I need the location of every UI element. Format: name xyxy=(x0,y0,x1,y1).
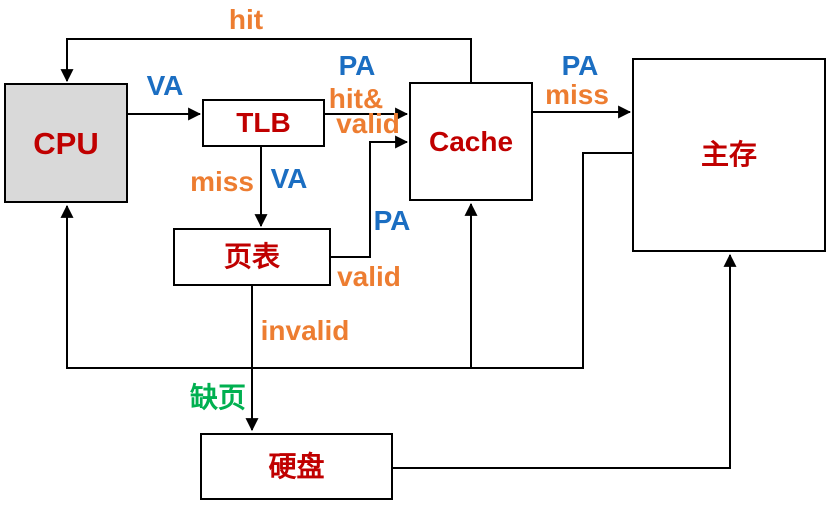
edge-label-pa-cache-mainmemory: PA xyxy=(561,50,599,81)
edge-label-valid-tlb: valid xyxy=(336,108,400,139)
edge-label-invalid: invalid xyxy=(260,315,350,346)
edge-pagetable-to-cache-pa xyxy=(331,135,409,258)
node-main-memory-label: 主存 xyxy=(700,139,757,170)
edge-mainmemory-return-to-cpu xyxy=(60,152,632,369)
node-cpu: CPU xyxy=(4,83,128,203)
edge-label-hit-and: hit& xyxy=(328,83,384,114)
edge-label-pa-pagetable-cache: PA xyxy=(373,205,411,236)
edge-label-va-tlb-pagetable: VA xyxy=(270,163,308,194)
node-disk-label: 硬盘 xyxy=(268,450,325,482)
node-page-table-label: 页表 xyxy=(223,241,280,272)
node-page-table: 页表 xyxy=(173,228,331,286)
edge-label-hit: hit xyxy=(228,4,264,35)
node-cache: Cache xyxy=(409,82,533,201)
edge-label-pa-tlb: PA xyxy=(338,50,376,81)
edge-label-va-cpu-tlb: VA xyxy=(146,70,184,101)
edge-label-miss-tlb: miss xyxy=(190,166,254,197)
edge-disk-to-mainmemory xyxy=(393,253,737,469)
edge-cache-to-cpu-hit xyxy=(60,38,472,83)
node-cpu-label: CPU xyxy=(33,125,99,161)
node-main-memory: 主存 xyxy=(632,58,826,252)
edge-label-valid-pagetable: valid xyxy=(337,261,401,292)
edge-label-miss-cache-mainmemory: miss xyxy=(545,79,609,110)
node-tlb-label: TLB xyxy=(236,107,291,138)
node-tlb: TLB xyxy=(202,99,325,147)
edge-label-page-fault: 缺页 xyxy=(189,382,247,413)
node-disk: 硬盘 xyxy=(200,433,393,500)
node-cache-label: Cache xyxy=(428,125,514,157)
